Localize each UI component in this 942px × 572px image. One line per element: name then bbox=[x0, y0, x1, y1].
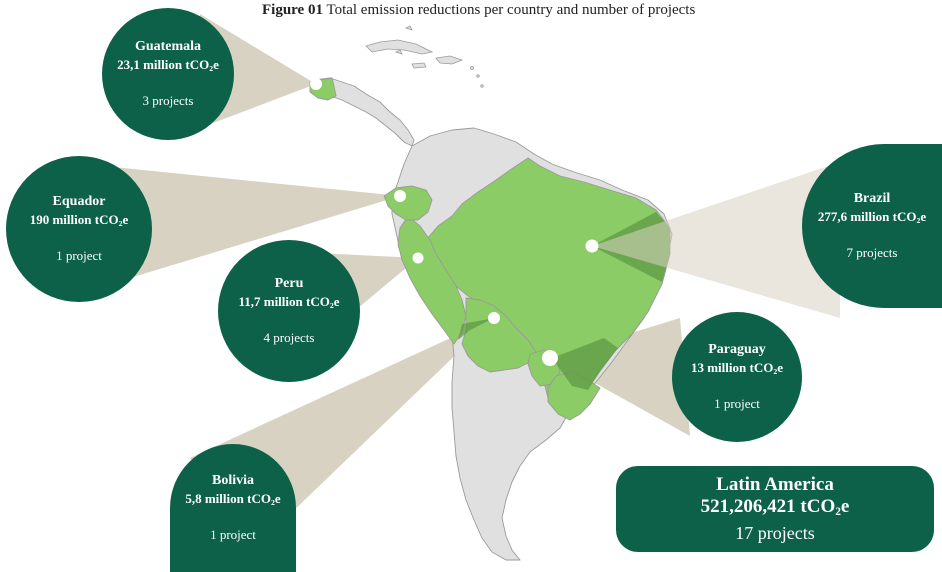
country-name: Bolivia bbox=[211, 473, 254, 489]
country-amount: 13 million tCO2e bbox=[690, 360, 784, 376]
bubble-paraguay: Paraguay 13 million tCO2e 1 project bbox=[672, 312, 802, 442]
country-name: Paraguay bbox=[708, 342, 766, 358]
location-dots bbox=[310, 78, 599, 366]
summary-box: Latin America 521,206,421 tCO2e 17 proje… bbox=[616, 466, 934, 552]
country-projects: 3 projects bbox=[142, 92, 194, 108]
summary-amount: 521,206,421 tCO2e bbox=[700, 495, 850, 518]
country-amount: 11,7 million tCO2e bbox=[238, 294, 340, 310]
callout-beam-guatemala bbox=[200, 14, 316, 128]
country-name: Brazil bbox=[853, 191, 891, 207]
bubble-equador: Equador 190 million tCO2e 1 project bbox=[6, 156, 152, 302]
callout-beam-equador bbox=[84, 164, 400, 292]
dot-paraguay bbox=[542, 350, 558, 366]
summary-projects: 17 projects bbox=[735, 523, 815, 544]
country-projects: 7 projects bbox=[846, 244, 898, 260]
country-amount: 5,8 million tCO2e bbox=[185, 491, 281, 507]
bubble-peru: Peru 11,7 million tCO2e 4 projects bbox=[218, 240, 360, 382]
bubble-bolivia: Bolivia 5,8 million tCO2e 1 project bbox=[170, 444, 296, 572]
country-projects: 1 project bbox=[56, 247, 102, 263]
central-america bbox=[309, 77, 415, 147]
dot-guatemala bbox=[310, 78, 322, 90]
bubble-brazil: Brazil 277,6 million tCO2e 7 projects bbox=[802, 144, 942, 308]
country-projects: 1 project bbox=[210, 526, 256, 542]
country-name: Equador bbox=[52, 194, 106, 210]
country-projects: 4 projects bbox=[263, 329, 315, 345]
figure-caption-text: Total emission reductions per country an… bbox=[326, 2, 696, 18]
figure-caption: Figure 01 Total emission reductions per … bbox=[262, 2, 922, 19]
peru-shape bbox=[397, 215, 467, 345]
country-amount: 23,1 million tCO2e bbox=[117, 57, 219, 73]
dot-bolivia bbox=[488, 312, 500, 324]
equador-shape bbox=[383, 185, 433, 221]
country-name: Peru bbox=[274, 276, 304, 292]
country-amount: 277,6 million tCO2e bbox=[817, 209, 927, 225]
bubble-guatemala: Guatemala 23,1 million tCO2e 3 projects bbox=[102, 8, 234, 140]
country-name: Guatemala bbox=[134, 39, 202, 55]
dot-peru bbox=[412, 252, 424, 264]
figure-label: Figure 01 bbox=[262, 2, 323, 18]
bolivia-shape bbox=[461, 297, 537, 373]
country-amount: 190 million tCO2e bbox=[29, 212, 129, 228]
callout-beam-brazil bbox=[592, 162, 840, 318]
dot-equador bbox=[394, 190, 406, 202]
summary-title: Latin America bbox=[716, 473, 834, 495]
dot-brazil bbox=[585, 239, 599, 253]
caribbean-islands bbox=[365, 25, 484, 88]
country-projects: 1 project bbox=[714, 395, 760, 411]
